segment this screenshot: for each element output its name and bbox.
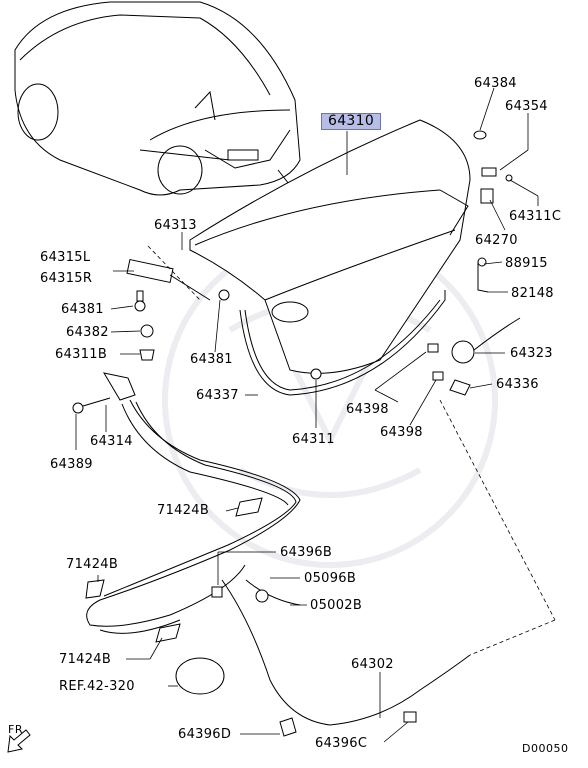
clip-64396B (211, 586, 223, 598)
bolt-64398-a (427, 343, 439, 353)
bumper-64311C (480, 188, 494, 204)
weatherstrip-seal (239, 290, 446, 396)
hinge-assembly (126, 245, 211, 301)
label-64314: 64314 (90, 434, 133, 449)
label-ref-42-320: REF.42-320 (59, 679, 135, 694)
cable-64302 (221, 579, 471, 726)
label-64310: 64310 (321, 113, 382, 130)
label-88915: 88915 (505, 256, 548, 271)
label-64315R: 64315R (40, 271, 93, 286)
pad-71424B-a (235, 497, 263, 517)
label-64384: 64384 (474, 76, 517, 91)
plug-64384 (473, 130, 487, 140)
clip-64396D (279, 717, 297, 737)
pad-71424B-b (85, 579, 105, 599)
car-body-outline (14, 1, 301, 196)
label-64270: 64270 (475, 233, 518, 248)
trunk-lid (189, 119, 471, 374)
bolt-64381-right (218, 289, 230, 301)
diagram-code: D00050 (522, 742, 569, 755)
label-64311: 64311 (292, 432, 335, 447)
label-64381-left: 64381 (61, 302, 104, 317)
leader-lines (75, 87, 539, 743)
label-64396C: 64396C (315, 736, 368, 751)
label-64398-b: 64398 (380, 425, 423, 440)
grommet-64382 (140, 324, 154, 338)
label-64396B: 64396B (280, 545, 333, 560)
bolt-64398-b (432, 371, 444, 381)
fuel-lid-ref (175, 657, 225, 695)
pad-71424B-c (155, 623, 181, 643)
label-64313: 64313 (154, 218, 197, 233)
label-71424B-left: 71424B (66, 557, 119, 572)
latch-64323 (451, 317, 521, 364)
label-64382: 64382 (66, 325, 109, 340)
bolt-64381 (134, 290, 146, 312)
label-64354: 64354 (505, 99, 548, 114)
label-64337: 64337 (196, 388, 239, 403)
dashed-leader (439, 399, 556, 621)
label-64311B: 64311B (55, 347, 108, 362)
bolt-64389 (72, 397, 111, 414)
label-82148: 82148 (511, 286, 554, 301)
label-05096B: 05096B (304, 571, 357, 586)
bracket-88915 (477, 257, 489, 293)
label-64323: 64323 (510, 346, 553, 361)
switch-64336 (449, 379, 471, 396)
clip-64396C (403, 711, 417, 723)
clip-64311B (139, 349, 155, 361)
label-64398-a: 64398 (346, 402, 389, 417)
label-64336: 64336 (496, 377, 539, 392)
actuator-64314 (102, 372, 136, 401)
label-05002B: 05002B (310, 598, 363, 613)
label-71424B-bottom: 71424B (59, 652, 112, 667)
release-cables (86, 399, 301, 634)
label-64396D: 64396D (178, 727, 232, 742)
label-64315L: 64315L (40, 250, 91, 265)
front-arrow-icon (7, 729, 31, 753)
clip-05096B (255, 589, 269, 603)
label-64311C: 64311C (509, 209, 562, 224)
label-64302: 64302 (351, 657, 394, 672)
label-64381-right: 64381 (190, 352, 233, 367)
bumper-64354 (481, 167, 513, 182)
label-64389: 64389 (50, 457, 93, 472)
label-71424B-top: 71424B (157, 503, 210, 518)
label-fr: FR (8, 723, 23, 736)
bumper-64311 (310, 368, 322, 380)
